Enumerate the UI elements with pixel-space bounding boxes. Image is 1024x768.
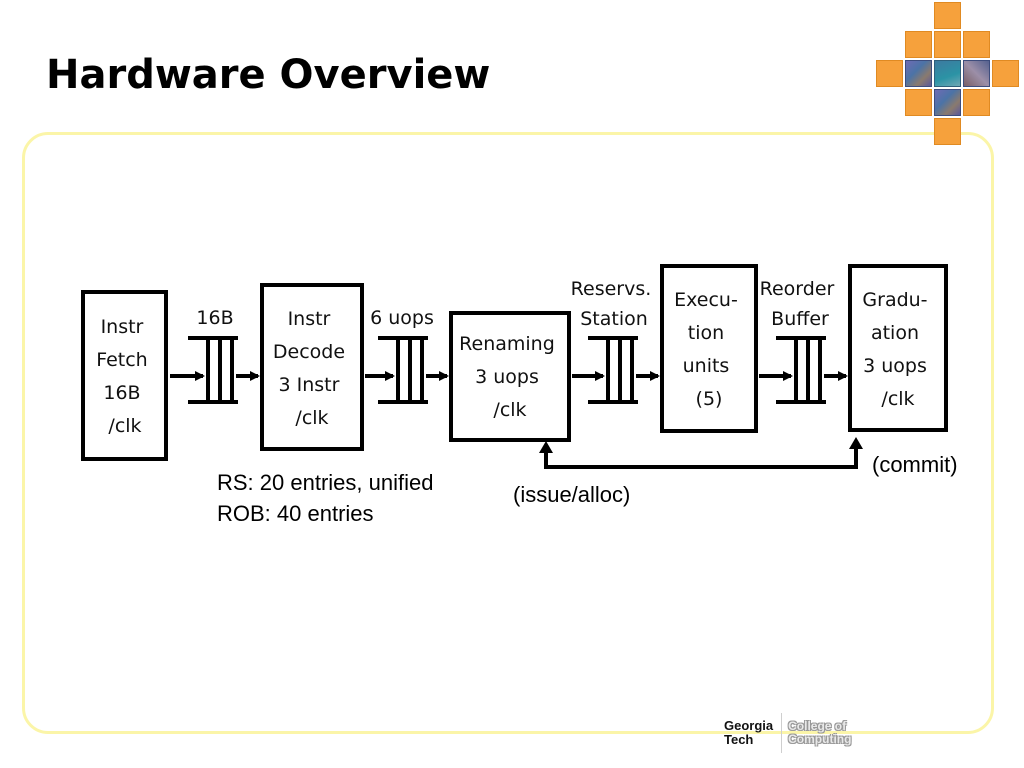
stage-decode-line: Decode: [273, 341, 345, 363]
content-frame: [22, 132, 994, 734]
college-logo: Georgia Tech College of Computing: [724, 708, 888, 758]
stage-execution: Execu- tion units (5): [660, 264, 758, 433]
stage-fetch-line: Fetch: [96, 349, 148, 371]
stage-graduation-line: ation: [871, 322, 919, 344]
queue-reorder-buffer: Reorder Buffer: [759, 278, 848, 404]
issue-alloc-label: (issue/alloc): [513, 482, 631, 507]
stage-decode-line: 3 Instr: [279, 374, 340, 396]
mosaic-tile: [934, 2, 961, 29]
logo-computing: Computing: [788, 732, 852, 746]
mosaic-tile: [963, 31, 990, 58]
svg-text:Instr Fetch 16B: Instr Fetch 16B /clk: [96, 316, 154, 437]
svg-text:Gradu- ation 3 uop: Gradu- ation 3 uops /clk: [862, 289, 933, 410]
stage-fetch-line: /clk: [108, 415, 141, 437]
stage-graduation-line: /clk: [881, 388, 914, 410]
mosaic-chip-tile: [934, 60, 961, 87]
logo-georgia: Georgia: [724, 718, 774, 733]
mosaic-tile: [963, 89, 990, 116]
stage-renaming-line: Renaming: [459, 333, 555, 355]
queue-16b: 16B: [170, 307, 260, 404]
stage-decode-line: /clk: [295, 407, 328, 429]
svg-text:6 uops: 6 uops: [370, 307, 434, 329]
stage-renaming-line: 3 uops: [475, 366, 539, 388]
georgia-tech-wordmark: Georgia Tech: [724, 713, 783, 753]
mosaic-chip-tile: [905, 60, 932, 87]
mosaic-chip-tile: [963, 60, 990, 87]
slide-title: Hardware Overview: [46, 52, 491, 98]
stage-fetch-line: 16B: [103, 382, 140, 404]
stage-decode: Instr Decode 3 Instr /clk: [260, 283, 364, 451]
stage-graduation-line: Gradu-: [862, 289, 927, 311]
queue-label: Station: [580, 308, 648, 330]
logo-college: College of: [788, 719, 847, 733]
mosaic-tile: [934, 31, 961, 58]
mosaic-tile: [992, 60, 1019, 87]
mosaic-tile: [905, 31, 932, 58]
svg-text:16B: 16B: [196, 307, 233, 329]
svg-text:Execu- tion units: Execu- tion units (5): [674, 289, 744, 410]
queue-label: Reservs.: [571, 278, 652, 300]
rob-note: ROB: 40 entries: [217, 501, 374, 526]
college-of-computing-wordmark: College of Computing: [788, 720, 851, 746]
stage-renaming: Renaming 3 uops /clk: [449, 311, 571, 442]
stage-execution-line: (5): [696, 388, 723, 410]
queue-label: 16B: [196, 307, 233, 329]
mosaic-chip-tile: [934, 89, 961, 116]
stage-execution-line: tion: [688, 322, 724, 344]
mosaic-tile: [905, 89, 932, 116]
svg-text:Instr Decode 3 Ins: Instr Decode 3 Instr /clk: [273, 308, 351, 429]
queue-6-uops: 6 uops: [365, 307, 449, 404]
queue-label: 6 uops: [370, 307, 434, 329]
logo-tech: Tech: [724, 732, 754, 747]
stage-renaming-line: /clk: [493, 399, 526, 421]
stage-fetch-line: Instr: [101, 316, 144, 338]
svg-text:Reorder Buffer: Reorder Buffer: [760, 278, 841, 330]
svg-text:Renaming 3 uops /c: Renaming 3 uops /clk: [459, 333, 561, 421]
mosaic-tile: [876, 60, 903, 87]
queue-reservation-station: Reservs. Station: [571, 278, 660, 404]
stage-fetch: Instr Fetch 16B /clk: [81, 290, 168, 461]
rs-note: RS: 20 entries, unified: [217, 470, 434, 495]
svg-text:Reservs. Station: Reservs. Station: [571, 278, 658, 330]
stage-graduation-line: 3 uops: [863, 355, 927, 377]
feedback-loop: [539, 437, 863, 469]
stage-execution-line: units: [683, 355, 730, 377]
mosaic-tile: [934, 118, 961, 145]
commit-label: (commit): [872, 452, 958, 477]
stage-execution-line: Execu-: [674, 289, 738, 311]
queue-label: Reorder: [760, 278, 835, 300]
corner-tile-mosaic: [876, 2, 1022, 148]
stage-decode-line: Instr: [288, 308, 331, 330]
stage-graduation: Gradu- ation 3 uops /clk: [848, 264, 948, 432]
queue-label: Buffer: [771, 308, 829, 330]
